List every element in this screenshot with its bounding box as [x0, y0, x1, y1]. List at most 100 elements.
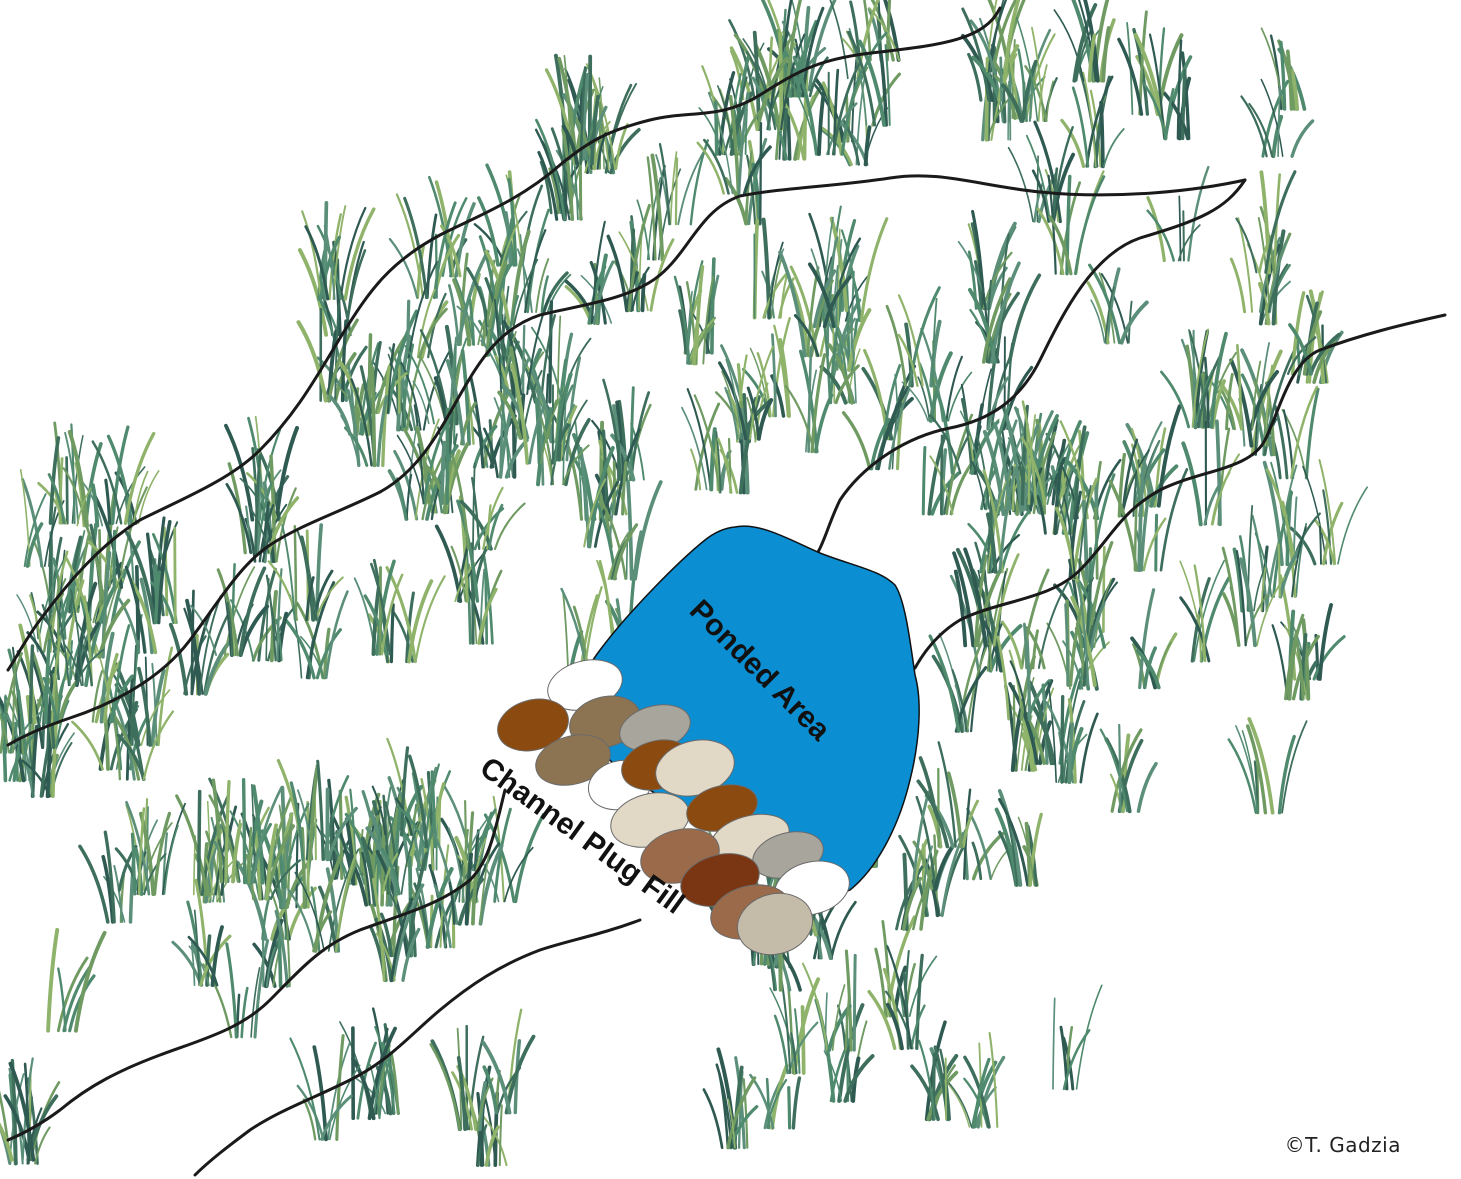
grass-tuft-icon	[483, 1010, 533, 1113]
grass-blade	[854, 955, 855, 1050]
grass-blade	[948, 373, 971, 421]
grass-tuft-icon	[682, 389, 730, 489]
grass-blade	[431, 1044, 460, 1129]
grass-tuft-icon	[1101, 725, 1156, 811]
grass-tuft-icon	[1088, 265, 1147, 343]
grass-blade	[288, 889, 314, 951]
grass-tuft-icon	[1272, 387, 1318, 478]
grass-blade	[1010, 275, 1040, 362]
grass-tuft-icon	[518, 210, 571, 312]
grass-tuft-icon	[48, 930, 105, 1031]
grass-blade	[391, 605, 393, 662]
grass-tuft-icon	[750, 1066, 799, 1128]
grass-blade	[1279, 544, 1280, 596]
grass-blade	[5, 697, 6, 752]
grass-blade	[175, 528, 176, 622]
grass-blade	[676, 158, 677, 224]
grass-blade	[1273, 625, 1288, 698]
grass-tuft-icon	[1053, 985, 1102, 1089]
grass-tuft-icon	[770, 975, 818, 1073]
grass-blade	[442, 443, 445, 503]
grass-blade	[941, 436, 942, 514]
grass-blade	[1075, 177, 1104, 274]
grass-blade	[1103, 28, 1109, 81]
grass-blade	[1024, 624, 1026, 668]
grass-blade	[998, 637, 1009, 719]
grass-tuft-icon	[656, 140, 708, 224]
lower-channel-bank-lower	[195, 920, 640, 1175]
grass-blade	[473, 464, 475, 549]
grass-blade	[1320, 605, 1331, 679]
grass-tuft-icon	[786, 347, 832, 451]
grass-blade	[1053, 998, 1055, 1089]
grass-blade	[816, 395, 832, 451]
grass-blade	[1183, 211, 1184, 260]
grass-blade	[295, 526, 296, 619]
grass-tuft-icon	[1180, 561, 1229, 661]
grass-blade	[1238, 218, 1252, 312]
grass-tuft-icon	[1229, 719, 1307, 813]
grass-blade	[550, 302, 552, 402]
grass-tuft-icon	[171, 591, 235, 694]
grass-blade	[35, 542, 51, 611]
grass-blade	[789, 1088, 790, 1128]
grass-tuft-icon	[1242, 80, 1313, 157]
grass-blade	[819, 93, 824, 154]
grass-blade	[199, 792, 200, 895]
grass-tuft-icon	[1054, 0, 1114, 81]
grass-blade	[1048, 682, 1056, 782]
grass-blade	[712, 259, 714, 353]
grass-blade	[516, 815, 544, 902]
grass-blade	[1292, 121, 1313, 156]
grass-blade	[500, 1105, 502, 1165]
grass-blade	[436, 235, 437, 298]
grass-blade	[1159, 406, 1180, 505]
grass-blade	[1119, 725, 1120, 811]
grass-tuft-icon	[1231, 218, 1287, 312]
grass-blade	[31, 646, 33, 722]
grass-blade	[282, 525, 294, 620]
grass-blade	[809, 0, 837, 90]
grass-blade	[923, 448, 925, 514]
grass-tuft-icon	[1009, 122, 1074, 221]
grass-blade	[635, 482, 661, 579]
grass-blade	[1009, 148, 1033, 222]
grass-blade	[1001, 58, 1002, 100]
grass-blade	[1217, 421, 1220, 524]
grass-tuft-icon	[1132, 590, 1176, 688]
grass-tuft-icon	[704, 1049, 757, 1147]
grass-tuft-icon	[0, 1058, 59, 1159]
grass-blade	[318, 761, 323, 859]
grass-tuft-icon	[946, 1033, 1004, 1127]
grass-blade	[242, 988, 248, 1037]
grass-blade	[372, 368, 374, 466]
grass-blade	[1081, 714, 1098, 782]
grass-blade	[1183, 443, 1200, 524]
grass-tuft-icon	[80, 832, 135, 922]
grass-blade	[1156, 515, 1157, 570]
grass-blade	[1077, 985, 1102, 1089]
grass-blade	[1139, 764, 1157, 812]
grass-blade	[439, 796, 440, 847]
grass-blade	[1110, 481, 1136, 570]
grass-blade	[277, 428, 297, 520]
grass-blade	[1231, 259, 1244, 312]
grass-blade	[887, 917, 914, 1016]
grass-blade	[1122, 303, 1147, 343]
grass-blade	[844, 413, 870, 469]
grass-blade	[523, 186, 542, 265]
grass-tuft-icon	[608, 205, 673, 310]
grass-blade	[1338, 487, 1367, 564]
grass-blade	[23, 480, 42, 566]
grass-blade	[244, 780, 245, 883]
grass-blade	[1062, 697, 1063, 783]
grass-blade	[760, 123, 761, 224]
grass-blade	[1280, 737, 1295, 813]
grass-blade	[793, 1078, 799, 1128]
grass-blade	[1156, 634, 1176, 687]
grass-tuft-icon	[1148, 167, 1209, 260]
grass-tuft-icon	[743, 318, 789, 416]
grass-blade	[917, 955, 922, 1048]
grass-blade	[106, 480, 110, 523]
grass-tuft-icon	[1291, 460, 1367, 564]
